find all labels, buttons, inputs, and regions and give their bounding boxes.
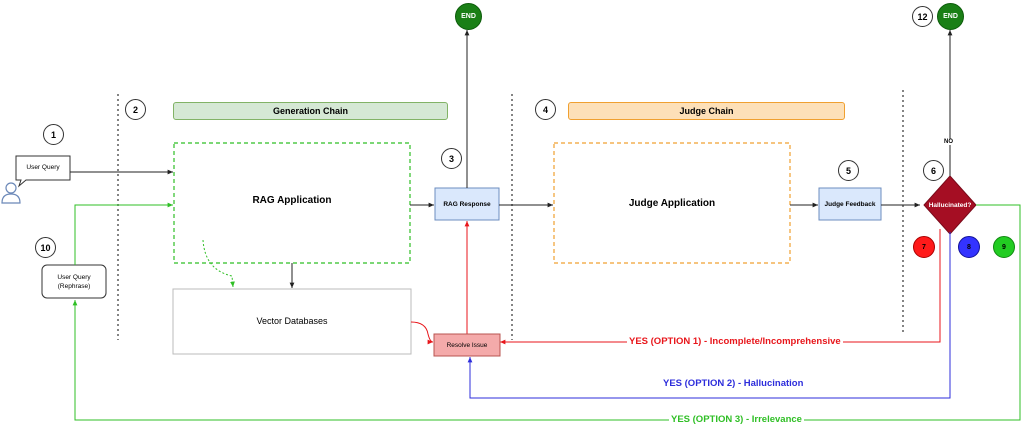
- step-1-badge: 1: [43, 124, 64, 145]
- option-2-edge-label: YES (OPTION 2) - Hallucination: [663, 378, 804, 389]
- resolve-issue-box: [433, 333, 501, 357]
- judge-application-label: Judge Application: [628, 197, 716, 209]
- option-3-edge-label: YES (OPTION 3) - Irrelevance: [669, 414, 804, 425]
- generation-chain-banner: Generation Chain: [173, 102, 448, 120]
- user-query-rephrase-line1: User Query: [57, 273, 91, 281]
- user-query-rephrase-label: User Query (Rephrase): [42, 265, 106, 298]
- user-query-label: User Query: [26, 164, 60, 171]
- judge-chain-banner: Judge Chain: [568, 102, 845, 120]
- hallucinated-label: Hallucinated?: [928, 201, 972, 209]
- judge-feedback-label: Judge Feedback: [824, 200, 876, 208]
- user-query-rephrase-line2: (Rephrase): [57, 282, 91, 290]
- rag-application-label: RAG Application: [252, 194, 332, 206]
- step-9-badge: 9: [993, 236, 1015, 258]
- step-6-badge: 6: [923, 160, 944, 181]
- step-7-badge: 7: [913, 236, 935, 258]
- rag-application-box: [173, 142, 411, 264]
- end-node-judge: END: [937, 3, 964, 30]
- rag-response-label: RAG Response: [443, 200, 491, 208]
- user-icon: [1, 182, 21, 204]
- step-4-badge: 4: [535, 99, 556, 120]
- user-query-bubble: [15, 155, 71, 188]
- step-5-badge: 5: [838, 160, 859, 181]
- step-2-badge: 2: [125, 99, 146, 120]
- step-10-badge: 10: [35, 237, 56, 258]
- step-8-badge: 8: [958, 236, 980, 258]
- vector-databases-label: Vector Databases: [256, 316, 328, 326]
- step-3-badge: 3: [441, 148, 462, 169]
- generation-chain-label: Generation Chain: [272, 106, 348, 116]
- judge-application-box: [553, 142, 791, 264]
- no-edge-label: NO: [943, 139, 954, 145]
- vector-databases-box: [172, 288, 412, 355]
- resolve-issue-label: Resolve Issue: [446, 341, 488, 349]
- step-12-badge: 12: [912, 6, 933, 27]
- judge-feedback-box: [818, 187, 882, 221]
- option-1-edge-label: YES (OPTION 1) - Incomplete/Incomprehens…: [627, 336, 843, 347]
- user-query-rephrase-box: [41, 264, 107, 299]
- end-node-rag: END: [455, 3, 482, 30]
- judge-chain-label: Judge Chain: [679, 106, 734, 116]
